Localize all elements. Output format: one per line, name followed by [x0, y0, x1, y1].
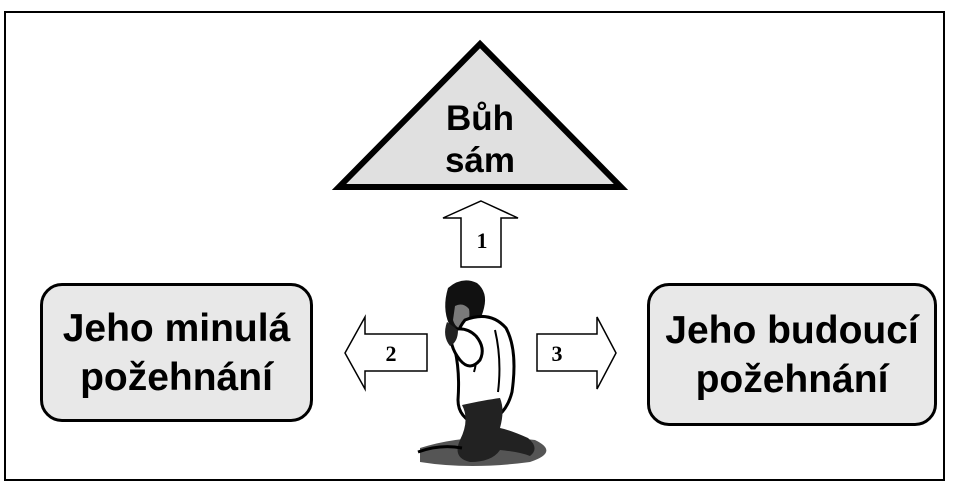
left-arrow	[344, 314, 428, 392]
up-arrow-number: 1	[476, 228, 488, 253]
god-triangle	[331, 39, 629, 190]
god-triangle-line2: sám	[444, 141, 516, 180]
right-arrow	[536, 316, 617, 390]
up-arrow	[442, 200, 519, 268]
praying-person-icon	[417, 280, 547, 466]
god-triangle-label: Bůh sám	[420, 98, 540, 182]
past-blessings-line2: požehnání	[80, 355, 273, 399]
future-blessings-line1: Jeho budoucí	[665, 308, 919, 352]
god-triangle-line1: Bůh	[445, 99, 515, 138]
slide-frame	[4, 11, 945, 481]
past-blessings-line1: Jeho minulá	[62, 306, 291, 350]
right-arrow-number: 3	[551, 341, 563, 366]
left-arrow-number: 2	[385, 341, 397, 366]
past-blessings-box: Jeho minulá požehnání	[40, 283, 313, 422]
future-blessings-line2: požehnání	[695, 357, 889, 401]
future-blessings-box: Jeho budoucí požehnání	[647, 283, 937, 426]
